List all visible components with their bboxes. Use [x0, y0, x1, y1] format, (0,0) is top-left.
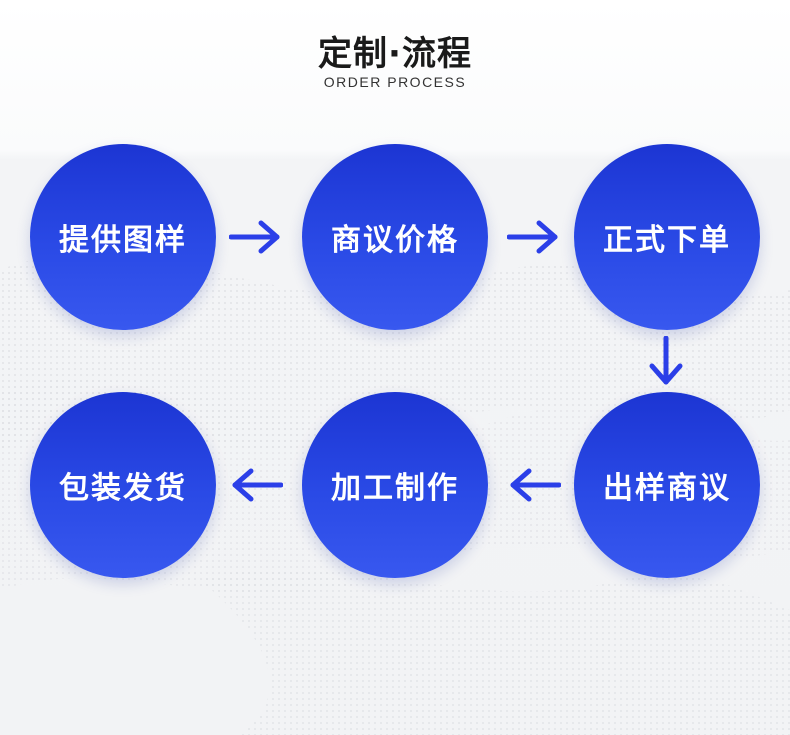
arrow-left-icon [232, 468, 283, 502]
step-label: 包装发货 [59, 471, 187, 506]
step-label: 加工制作 [331, 471, 459, 506]
page-subtitle: ORDER PROCESS [323, 74, 467, 90]
step-processing: 加工制作 [302, 392, 488, 578]
arrow-down-icon [649, 336, 683, 385]
arrow-right-icon [229, 220, 280, 254]
page-title: 定制·流程 [318, 34, 472, 74]
step-provide-drawing: 提供图样 [30, 144, 216, 330]
step-place-order: 正式下单 [574, 144, 760, 330]
step-label: 提供图样 [59, 223, 187, 258]
step-negotiate-price: 商议价格 [302, 144, 488, 330]
arrow-left-icon [510, 468, 561, 502]
step-label: 商议价格 [331, 223, 459, 258]
step-label: 出样商议 [603, 471, 731, 506]
step-sample-discussion: 出样商议 [574, 392, 760, 578]
arrow-right-icon [507, 220, 558, 254]
step-label: 正式下单 [603, 223, 731, 258]
step-pack-and-ship: 包装发货 [30, 392, 216, 578]
